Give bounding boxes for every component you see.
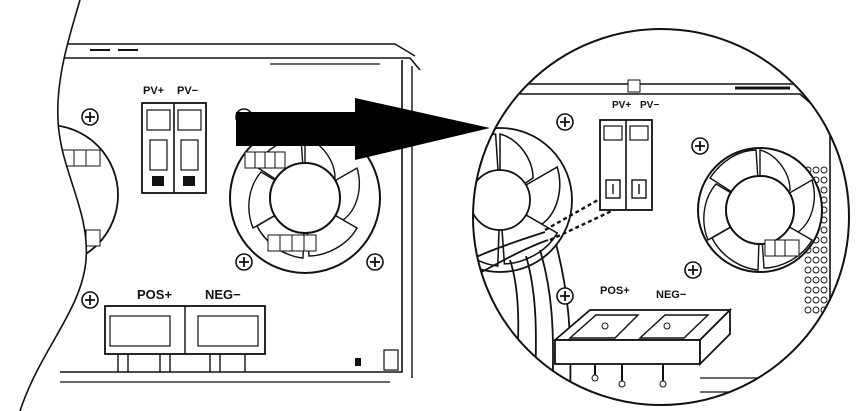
right-pv-minus-label: PV− <box>640 100 659 111</box>
left-fan-icon <box>229 122 381 274</box>
plus-screw-icon <box>691 137 709 155</box>
right-pv-plus-label: PV+ <box>612 100 631 111</box>
magnifier-outline <box>472 28 850 406</box>
left-pv-minus-label: PV− <box>177 85 198 97</box>
plus-screw-icon <box>366 253 384 271</box>
right-pos-label: POS+ <box>600 285 630 297</box>
left-neg-label: NEG− <box>205 287 241 302</box>
magnified-battery-terminal <box>552 307 733 388</box>
left-pv-plus-label: PV+ <box>143 85 164 97</box>
right-neg-label: NEG− <box>656 289 686 301</box>
right-arrow-icon <box>236 98 490 160</box>
left-panel-view: PV+ PV− POS+ NEG− <box>20 43 421 383</box>
plus-screw-icon <box>235 253 253 271</box>
plus-screw-icon <box>684 261 702 279</box>
plus-screw-icon <box>556 287 574 305</box>
magnified-view: PV+ PV− POS+ NEG− <box>472 28 850 406</box>
plus-screw-icon <box>81 108 99 126</box>
magnified-pv-terminal <box>599 119 653 211</box>
battery-terminal-block <box>104 305 266 372</box>
plus-screw-icon <box>556 113 574 131</box>
pv-terminal-block <box>141 102 207 194</box>
left-pos-label: POS+ <box>137 287 172 302</box>
magnified-right-fan <box>697 147 823 273</box>
magnified-left-fan <box>473 127 573 273</box>
cutaway-edge <box>19 0 88 411</box>
plus-screw-icon <box>81 291 99 309</box>
